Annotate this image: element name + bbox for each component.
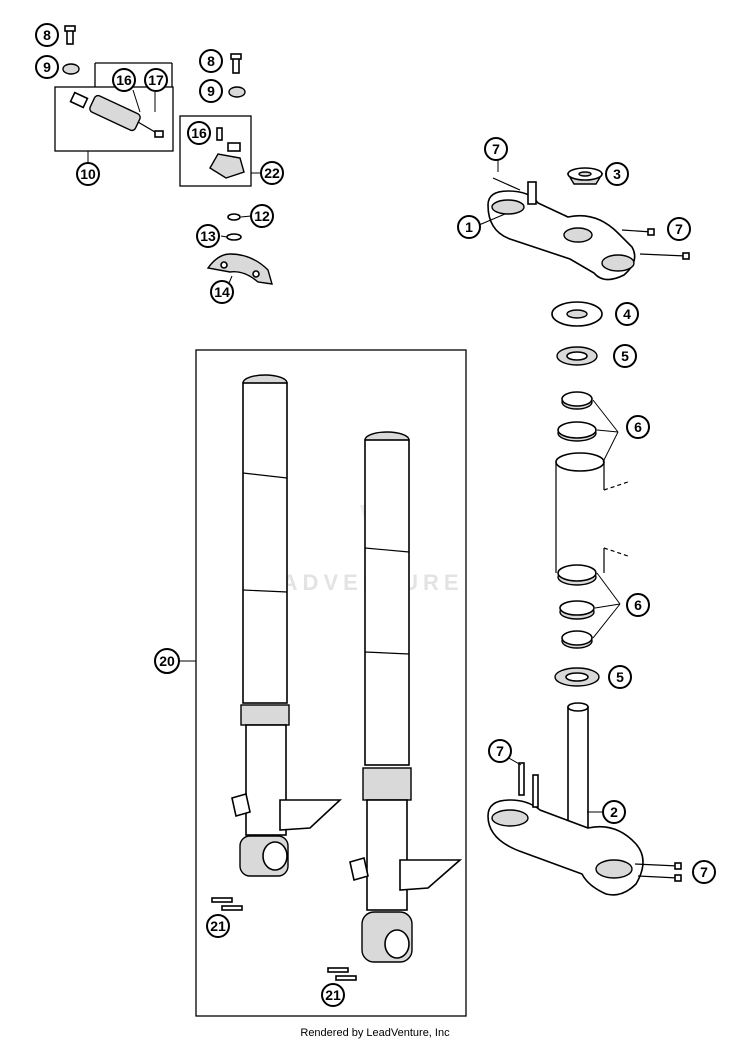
callout-6-upper: 6 xyxy=(626,415,650,439)
fork-leg-right xyxy=(349,431,463,963)
callout-8-left: 8 xyxy=(35,23,59,47)
svg-text:3: 3 xyxy=(613,166,621,182)
callout-7-lower-right: 7 xyxy=(692,860,716,884)
svg-text:9: 9 xyxy=(43,59,51,75)
svg-text:22: 22 xyxy=(264,165,280,181)
washer-12 xyxy=(227,213,241,221)
callout-22: 22 xyxy=(260,161,284,185)
seal-5-upper xyxy=(556,346,598,366)
washer-13 xyxy=(226,233,242,241)
callout-6-lower: 6 xyxy=(626,593,650,617)
svg-text:4: 4 xyxy=(623,306,631,322)
bolt-7-lower-b xyxy=(634,862,682,882)
svg-text:8: 8 xyxy=(207,53,215,69)
dust-cover-4 xyxy=(551,301,603,327)
svg-text:7: 7 xyxy=(700,864,708,880)
bolt-7-upper-a xyxy=(492,177,521,191)
svg-text:5: 5 xyxy=(616,669,624,685)
steering-stem-nut-3 xyxy=(566,167,604,185)
callout-7-top: 7 xyxy=(484,137,508,161)
callout-16-kit: 16 xyxy=(187,121,211,145)
svg-text:16: 16 xyxy=(116,72,132,88)
svg-text:1: 1 xyxy=(465,219,473,235)
callout-7-upper-right: 7 xyxy=(667,217,691,241)
bolt-7-lower-a xyxy=(518,762,539,808)
svg-text:7: 7 xyxy=(675,221,683,237)
clamp-14 xyxy=(206,253,273,285)
watermark-text: EADVENTURE xyxy=(262,570,464,595)
callout-20: 20 xyxy=(154,648,180,674)
nut-9-right xyxy=(228,86,246,98)
callout-2: 2 xyxy=(602,800,626,824)
mounting-kit-box xyxy=(179,115,252,187)
callout-21-left: 21 xyxy=(206,914,230,938)
callout-7-lower-left: 7 xyxy=(488,739,512,763)
svg-text:16: 16 xyxy=(191,125,207,141)
svg-text:21: 21 xyxy=(210,918,226,934)
svg-text:13: 13 xyxy=(200,228,216,244)
callout-5-lower: 5 xyxy=(608,665,632,689)
svg-text:6: 6 xyxy=(634,597,642,613)
callout-21-right: 21 xyxy=(321,983,345,1007)
front-fork-assembly-box xyxy=(195,349,467,1017)
svg-text:5: 5 xyxy=(621,348,629,364)
callout-5-upper: 5 xyxy=(613,344,637,368)
callout-16-damper: 16 xyxy=(112,68,136,92)
watermark: EADVENTURE xyxy=(262,470,464,595)
bearing-6-lower-a xyxy=(557,564,597,586)
bearing-6-lower-c xyxy=(561,630,593,649)
svg-text:20: 20 xyxy=(159,653,175,669)
svg-text:7: 7 xyxy=(496,743,504,759)
callout-13: 13 xyxy=(196,224,220,248)
callout-4: 4 xyxy=(615,302,639,326)
callout-8-right: 8 xyxy=(199,49,223,73)
svg-text:7: 7 xyxy=(492,141,500,157)
steering-damper xyxy=(69,91,164,138)
steering-head-tube xyxy=(555,452,629,573)
callout-10: 10 xyxy=(76,162,100,186)
callout-9-left: 9 xyxy=(35,55,59,79)
svg-text:17: 17 xyxy=(148,72,164,88)
bearing-6-upper-a xyxy=(561,391,593,410)
callout-3: 3 xyxy=(605,162,629,186)
svg-text:8: 8 xyxy=(43,27,51,43)
callout-12: 12 xyxy=(250,204,274,228)
leader-lines xyxy=(87,89,621,813)
bearing-6-upper-b xyxy=(557,421,597,442)
svg-text:9: 9 xyxy=(207,83,215,99)
svg-text:14: 14 xyxy=(214,284,230,300)
svg-text:12: 12 xyxy=(254,208,270,224)
bolt-7-upper-c xyxy=(639,252,690,260)
callout-17: 17 xyxy=(144,68,168,92)
bearing-6-lower-b xyxy=(559,600,595,620)
svg-text:6: 6 xyxy=(634,419,642,435)
callout-14: 14 xyxy=(210,280,234,304)
nut-9-left xyxy=(62,63,80,75)
fork-leg-left xyxy=(231,374,343,877)
callout-9-right: 9 xyxy=(199,79,223,103)
upper-triple-clamp xyxy=(487,181,636,281)
footer-credit: Rendered by LeadVenture, Inc xyxy=(300,1027,450,1039)
bolt-8-left xyxy=(64,25,76,45)
bolt-7-upper-b xyxy=(621,228,655,236)
svg-text:2: 2 xyxy=(610,804,618,820)
svg-text:21: 21 xyxy=(325,987,341,1003)
lower-triple-clamp xyxy=(487,702,644,896)
seal-5-lower xyxy=(554,667,600,687)
svg-text:10: 10 xyxy=(80,166,96,182)
callout-1: 1 xyxy=(457,215,481,239)
bolts-21-left xyxy=(211,897,243,911)
mounting-clamp xyxy=(209,127,245,179)
bolts-21-right xyxy=(327,967,357,981)
steering-damper-box xyxy=(54,86,174,152)
bolt-8-right xyxy=(230,53,242,74)
